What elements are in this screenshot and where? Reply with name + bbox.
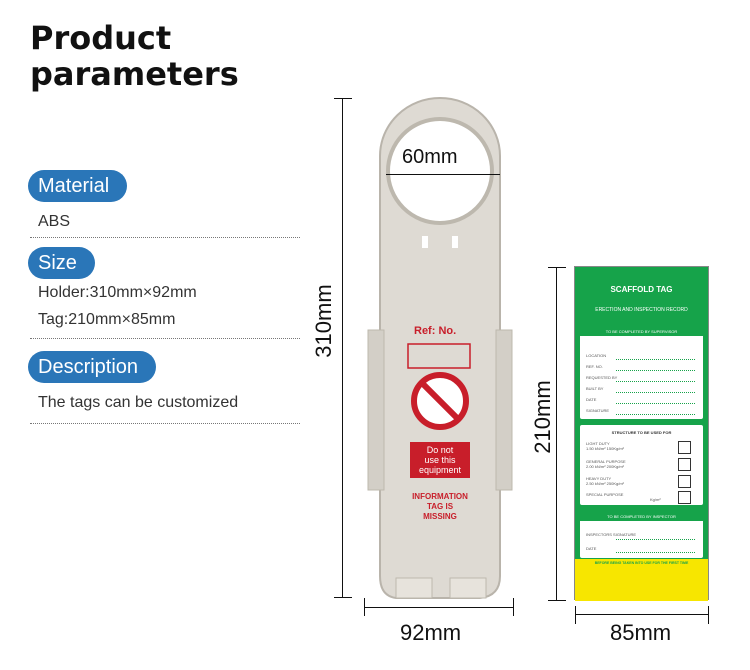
tick — [575, 606, 576, 624]
description-value: The tags can be customized — [38, 394, 239, 411]
tick — [334, 597, 352, 598]
field-label: DATE — [586, 397, 597, 402]
tick — [708, 606, 709, 624]
holder-size: Holder:310mm×92mm — [38, 284, 197, 301]
page-title: Product parameters — [30, 19, 239, 93]
tick — [548, 600, 566, 601]
field-label: INSPECTORS SIGNATURE — [586, 532, 637, 537]
holder-width-line — [364, 607, 514, 608]
tick — [334, 98, 352, 99]
field-label: REF. NO. — [586, 364, 603, 369]
tag-height-label: 210mm — [530, 380, 555, 454]
scaffold-tag-image: SCAFFOLD TAG ERECTION AND INSPECTION REC… — [574, 266, 709, 601]
warning-line: Do not — [426, 445, 454, 455]
supervisor-header: TO BE COMPLETED BY SUPERVISOR — [580, 327, 703, 336]
hole-dim-label: 60mm — [402, 146, 458, 168]
structure-load: 2.00 kN/m² 200Kg/m² — [586, 464, 625, 469]
checkbox — [678, 475, 691, 488]
divider — [30, 423, 300, 424]
warning-sign: Do not use this equipment — [410, 445, 470, 475]
checkbox — [678, 458, 691, 471]
info-line: INFORMATION — [412, 492, 468, 501]
size-label: Size — [28, 247, 95, 279]
structure-load: Kg/m² — [650, 497, 661, 502]
structure-header: STRUCTURE TO BE USED FOR — [611, 430, 672, 435]
holder-height-label: 310mm — [311, 284, 336, 358]
tag-width-label: 85mm — [610, 620, 672, 645]
field-label: BUILT BY — [586, 386, 604, 391]
warning-line: use this — [424, 455, 456, 465]
checkbox — [678, 491, 691, 504]
tag-subtitle: ERECTION AND INSPECTION RECORD — [595, 307, 688, 313]
inspector-header: TO BE COMPLETED BY INSPECTOR — [580, 512, 703, 521]
structure-panel: STRUCTURE TO BE USED FOR LIGHT DUTY 1.50… — [580, 425, 703, 505]
tick — [548, 267, 566, 268]
field-label: REQUESTED BY — [586, 375, 618, 380]
divider — [30, 338, 300, 339]
field-label: DATE — [586, 546, 597, 551]
tag-size: Tag:210mm×85mm — [38, 311, 176, 328]
description-label: Description — [28, 351, 157, 383]
structure-row: HEAVY DUTY — [586, 476, 612, 481]
field-label: SIGNATURE — [586, 408, 610, 413]
divider — [30, 237, 300, 238]
info-line: MISSING — [423, 512, 457, 521]
field-label: LOCATION — [586, 353, 607, 358]
footer-text: BEFORE BEING TAKEN INTO USE FOR THE FIRS… — [594, 561, 689, 565]
structure-row: GENERAL PURPOSE — [586, 459, 626, 464]
tag-title: SCAFFOLD TAG — [610, 285, 673, 294]
tag-holder-image — [367, 97, 513, 599]
info-line: TAG IS — [426, 502, 454, 511]
structure-load: 1.50 kN/m² 150Kg/m² — [586, 446, 625, 451]
supervisor-panel: TO BE COMPLETED BY SUPERVISOR LOCATION R… — [580, 327, 703, 419]
inspector-panel: TO BE COMPLETED BY INSPECTOR INSPECTORS … — [580, 512, 703, 558]
tag-height-line — [556, 267, 557, 601]
tag-width-line — [575, 614, 709, 615]
checkbox — [678, 441, 691, 454]
info-text: INFORMATION TAG IS MISSING — [395, 492, 485, 522]
material-value: ABS — [38, 213, 71, 230]
hole-dim-line — [386, 174, 500, 175]
holder-height-line — [342, 98, 343, 598]
warning-line: equipment — [418, 465, 462, 475]
ref-label: Ref: No. — [414, 325, 457, 337]
structure-row: SPECIAL PURPOSE — [586, 492, 624, 497]
structure-load: 2.50 kN/m² 250Kg/m² — [586, 481, 625, 486]
structure-row: LIGHT DUTY — [586, 441, 610, 446]
holder-width-label: 92mm — [400, 620, 462, 645]
tag-footer: BEFORE BEING TAKEN INTO USE FOR THE FIRS… — [575, 559, 708, 601]
tick — [364, 598, 365, 616]
tick — [513, 598, 514, 616]
material-label: Material — [28, 170, 128, 202]
